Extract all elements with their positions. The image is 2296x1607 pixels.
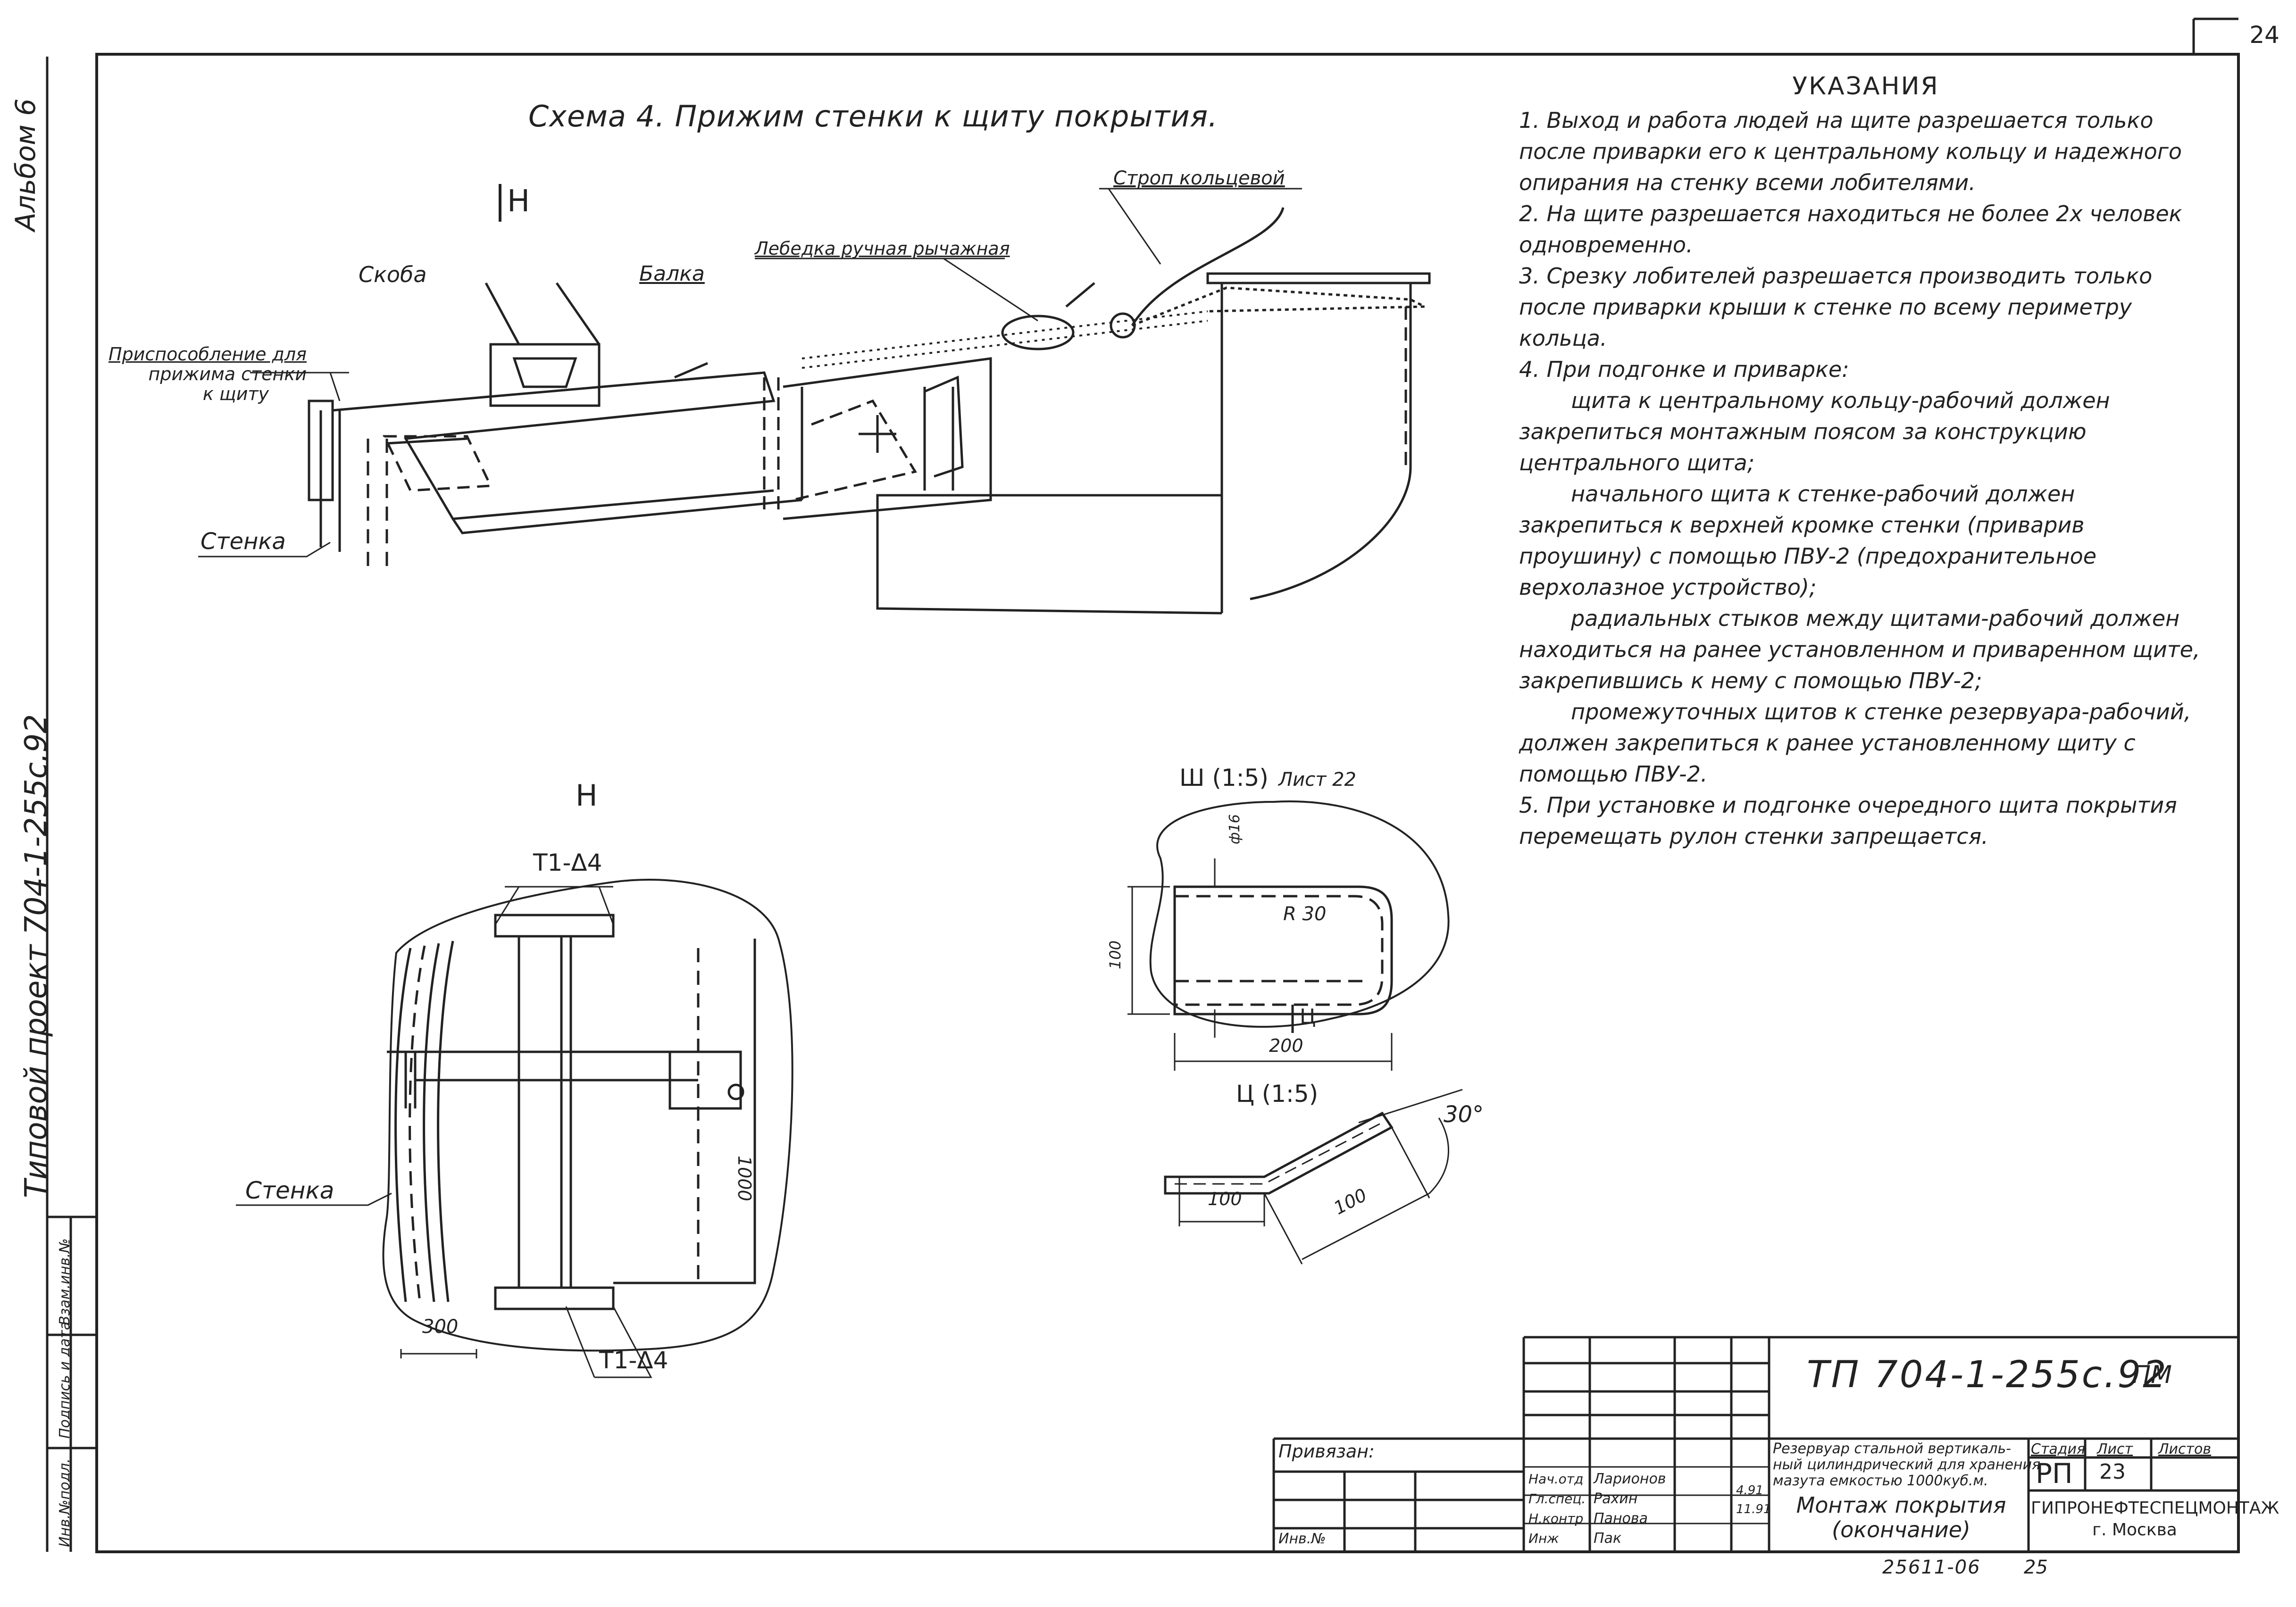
stamp-inv: Инв.№подл. [57, 1458, 73, 1547]
role-1: Нач.отд [1528, 1471, 1584, 1487]
sheet-title-1: Монтаж покрытия [1796, 1492, 2006, 1518]
title-block-lines [1272, 1336, 2238, 1552]
organization-1: ГИПРОНЕФТЕСПЕЦМОНТАЖ [2031, 1499, 2279, 1518]
detail-ts-drawing [1164, 1089, 1463, 1265]
sheets-header: Листов [2158, 1441, 2212, 1457]
label-wall: Стенка [200, 528, 286, 555]
label-device-line2: прижима стенки [148, 364, 307, 384]
role-2: Гл.спец. [1528, 1491, 1586, 1507]
note-3: 3. Срезку лобителей разрешается производ… [1519, 263, 2153, 351]
stamp-replace: Взам.инв.№ [57, 1238, 73, 1325]
dim-1000: 1000 [734, 1156, 755, 1201]
stamp-signature: Подпись и дата [57, 1321, 73, 1439]
sheet-title: Монтаж покрытия (окончание) [1788, 1493, 2014, 1542]
detail-sh-dim-100: 100 [1106, 940, 1124, 969]
sheet-value: 23 [2099, 1460, 2126, 1484]
role-4: Инж [1528, 1531, 1559, 1546]
label-device-line1: Приспособление для [109, 344, 307, 365]
project-label: Типовой проект 704-1-255с.92 [19, 714, 54, 1198]
label-bracket: Скоба [359, 262, 427, 287]
detail-sh-title: Ш (1:5) [1179, 764, 1269, 791]
scheme-view-marker: Н [507, 184, 530, 219]
detail-ts-angle: 30° [1444, 1101, 1484, 1128]
detail-ts-dim-a: 100 [1208, 1189, 1242, 1209]
organization-2: г. Москва [2092, 1520, 2177, 1540]
names-column: Ларионов Рахин Панова Пак [1594, 1469, 1666, 1549]
label-beam: Балка [639, 262, 705, 286]
detail-sh-section-marker: Ц [1300, 1005, 1316, 1029]
doc-code: ТП 704-1-255с.92 [1807, 1354, 2168, 1396]
object-name-3: мазута емкостью 1000куб.м. [1773, 1473, 1988, 1489]
note-1: 1. Выход и работа людей на щите разрешае… [1519, 108, 2182, 195]
detail-ts-title: Ц (1:5) [1236, 1080, 1319, 1107]
name-3: Панова [1594, 1510, 1648, 1527]
detail-sh-radius: R 30 [1283, 903, 1327, 925]
notes-block: УКАЗАНИЯ 1. Выход и работа людей на щите… [1519, 71, 2213, 852]
note-4c: радиальных стыков между щитами-рабочий д… [1519, 606, 2200, 693]
label-device: Приспособление для прижима стенки к щиту [109, 344, 307, 404]
left-stamp-lines [46, 57, 97, 1552]
view-n-title: Н [576, 778, 598, 813]
sheet-header: Лист [2097, 1441, 2133, 1457]
name-1: Ларионов [1594, 1471, 1666, 1487]
scheme-title: Схема 4. Прижим стенки к щиту покрытия. [528, 99, 1218, 133]
view-n-wall: Стенка [245, 1177, 334, 1204]
view-n-drawing [236, 879, 793, 1378]
label-winch: Лебедка ручная рычажная [755, 238, 1010, 259]
organization: ГИПРОНЕФТЕСПЕЦМОНТАЖ г. Москва [2031, 1498, 2279, 1541]
doc-suffix: ПМ [2132, 1361, 2172, 1389]
object-name-2: ный цилиндрический для хранения [1773, 1457, 2041, 1473]
dim-300: 300 [422, 1316, 459, 1338]
date-2: 11.91 [1736, 1502, 1771, 1516]
note-4b: начального щита к стенке-рабочий должен … [1519, 481, 2097, 600]
footer-code: 25611-06 [1882, 1557, 1981, 1578]
label-sling: Строп кольцевой [1113, 167, 1285, 189]
stage-header: Стадия [2031, 1441, 2086, 1457]
stage-value: РП [2036, 1457, 2073, 1490]
album-label: Альбом 6 [9, 98, 42, 231]
label-device-line3: к щиту [202, 383, 269, 404]
detail-sh-drawing [1127, 800, 1450, 1071]
note-5: 5. При установке и подгонке очередного щ… [1519, 792, 2177, 849]
sheet-title-2: (окончание) [1832, 1517, 1970, 1542]
notes-heading: УКАЗАНИЯ [1792, 72, 1939, 100]
note-4: 4. При подгонке и приварке: [1519, 357, 1849, 382]
detail-sh-dim-200: 200 [1269, 1035, 1303, 1056]
scheme-4-drawing [198, 184, 1431, 615]
roles-column: Нач.отд Гл.спец. Н.контр Инж [1528, 1469, 1586, 1549]
detail-sh-dia: ф16 [1227, 814, 1243, 844]
object-name-1: Резервуар стальной вертикаль- [1773, 1440, 2011, 1457]
object-name: Резервуар стальной вертикаль- ный цилинд… [1773, 1441, 2040, 1489]
note-4a: щита к центральному кольцу-рабочий долже… [1519, 388, 2110, 475]
footer-page: 25 [2024, 1557, 2048, 1578]
weld-bottom: Т1-Δ4 [599, 1347, 668, 1374]
weld-top: Т1-Δ4 [533, 849, 602, 876]
name-2: Рахин [1594, 1490, 1638, 1507]
date-1: 4.91 [1736, 1483, 1763, 1498]
bound-label: Привязан: [1278, 1441, 1375, 1462]
sheet-number: 24 [2249, 21, 2279, 49]
role-3: Н.контр [1528, 1511, 1584, 1526]
inv-label: Инв.№ [1278, 1531, 1326, 1547]
dates-column: 4.91 11.91 [1736, 1481, 1771, 1519]
name-4: Пак [1594, 1530, 1622, 1547]
note-4d: промежуточных щитов к стенке резервуара-… [1519, 699, 2191, 787]
sheet-frame [95, 53, 2240, 1553]
sheet-number-box [2192, 17, 2238, 54]
note-2: 2. На щите разрешается находиться не бол… [1519, 201, 2182, 258]
detail-sh-sheet-ref: Лист 22 [1278, 769, 1356, 791]
